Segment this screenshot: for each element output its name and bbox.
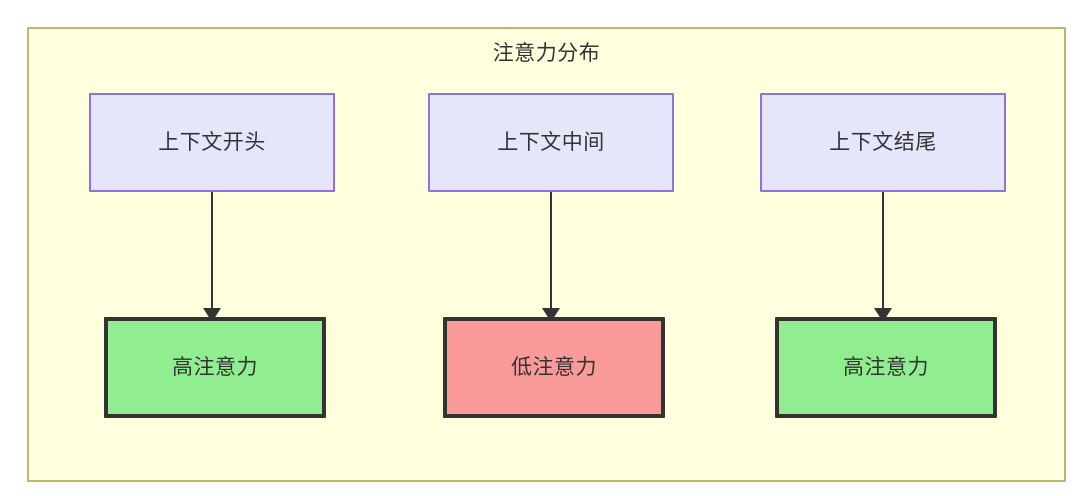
node-context-middle[interactable]: 上下文中间 (428, 93, 674, 192)
cluster-title: 注意力分布 (492, 42, 601, 65)
node-attention-high-end[interactable]: 高注意力 (775, 317, 997, 418)
node-attention-high-start[interactable]: 高注意力 (104, 317, 326, 418)
node-context-start[interactable]: 上下文开头 (89, 93, 335, 192)
node-attention-low-middle[interactable]: 低注意力 (443, 317, 665, 418)
node-context-end[interactable]: 上下文结尾 (760, 93, 1006, 192)
